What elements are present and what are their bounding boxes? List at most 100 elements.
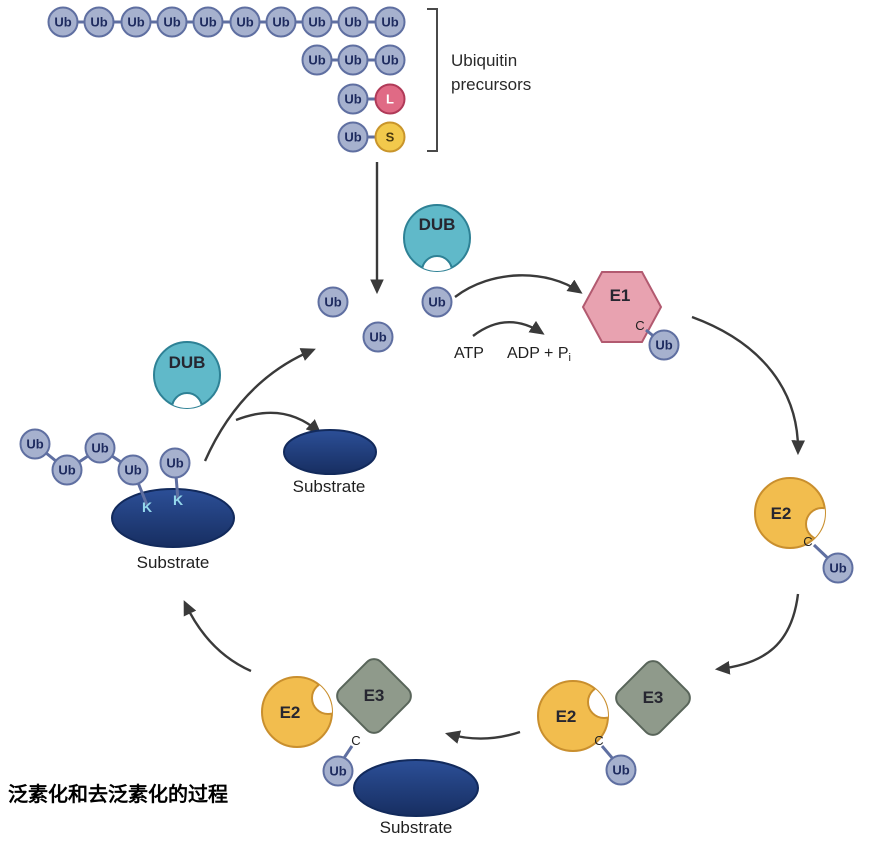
- e3-label: E3: [364, 686, 385, 705]
- ub-label: Ub: [199, 15, 216, 30]
- arrow-ub-to-e1: [454, 274, 583, 298]
- e2-cysteine-label: C: [803, 534, 812, 549]
- ub-label: Ub: [381, 15, 398, 30]
- adp-label: ADP + Pi: [507, 345, 571, 364]
- ub-label: Ub: [272, 15, 289, 30]
- ub-label: Ub: [124, 463, 141, 478]
- polyubiquitinated-substrate: K K Ub Ub Ub Ub Ub Substrate: [19, 428, 235, 572]
- free-ubiquitin-pool: Ub Ub Ub: [317, 286, 453, 353]
- ub-label: Ub: [329, 764, 346, 779]
- substrate-label: Substrate: [137, 553, 210, 572]
- ub-circle: [322, 755, 354, 787]
- ub-circle: [374, 44, 406, 76]
- ub-circle: [265, 6, 297, 38]
- ub-circle: [117, 454, 149, 486]
- ub-node: Ub: [192, 6, 224, 38]
- ub-circle: [337, 121, 369, 153]
- ub-label: Ub: [58, 463, 75, 478]
- ub-circle: [47, 6, 79, 38]
- ub-node: Ub: [337, 44, 369, 76]
- e2-e3-complex-left: E2 E3 C Ub: [261, 658, 412, 787]
- e2-cysteine-label: C: [594, 733, 603, 748]
- ub-node: Ub: [374, 44, 406, 76]
- ub-label: Ub: [428, 295, 445, 310]
- ub-circle: [19, 428, 51, 460]
- diagram-caption: 泛素化和去泛素化的过程: [8, 782, 228, 806]
- ub-label: Ub: [369, 330, 386, 345]
- e1-hexagon: [581, 271, 663, 343]
- ub-node: Ub: [337, 121, 369, 153]
- e3-diamond: [336, 658, 412, 734]
- ribosomal-l-label: L: [386, 92, 394, 107]
- ub-node: Ub: [120, 6, 152, 38]
- ub-node: Ub: [374, 6, 406, 38]
- dub-enzyme-top: DUB: [403, 204, 471, 272]
- ub-circle: [120, 6, 152, 38]
- ub-node: Ub: [322, 755, 354, 787]
- ub-label: Ub: [308, 15, 325, 30]
- ub-label: Ub: [90, 15, 107, 30]
- ub-circle: [156, 6, 188, 38]
- arrow-complex-right-to-left: [444, 730, 521, 744]
- ub-label: Ub: [829, 561, 846, 576]
- ribosomal-s-label: S: [386, 130, 395, 145]
- ub-node: Ub: [822, 552, 854, 584]
- e2-cysteine-label: C: [351, 733, 360, 748]
- dub-active-site-notch: [421, 255, 453, 271]
- ub-node: Ub: [84, 432, 116, 464]
- ub-circle: [51, 454, 83, 486]
- arrow-recycle-ub-to-pool: [203, 348, 316, 462]
- ub-label: Ub: [127, 15, 144, 30]
- atp-label: ATP: [454, 345, 484, 362]
- ub-label: Ub: [344, 15, 361, 30]
- dub-label: DUB: [419, 215, 456, 234]
- ub-circle: [229, 6, 261, 38]
- ub-node: Ub: [301, 44, 333, 76]
- precursor-bracket-label-line1: Ubiquitin: [451, 51, 517, 70]
- ub-label: Ub: [236, 15, 253, 30]
- ribosomal-s-node: S: [374, 121, 406, 153]
- ub-label: Ub: [54, 15, 71, 30]
- ub-node: Ub: [159, 447, 191, 479]
- ub-node: Ub: [19, 428, 51, 460]
- lysine-label: K: [173, 492, 183, 508]
- ub-node: Ub: [156, 6, 188, 38]
- substrate-label: Substrate: [293, 477, 366, 496]
- ub-node: Ub: [362, 321, 394, 353]
- ub-node: Ub: [421, 286, 453, 318]
- arrow-atp-to-adp: [472, 320, 545, 337]
- ub-label: Ub: [381, 53, 398, 68]
- e3-diamond: [615, 660, 691, 736]
- dub-label: DUB: [169, 353, 206, 372]
- ub-node: Ub: [317, 286, 349, 318]
- ub-circle: [337, 6, 369, 38]
- ub-circle: [822, 552, 854, 584]
- ub-circle: [362, 321, 394, 353]
- ub-node: Ub: [337, 83, 369, 115]
- arrow-release-substrate: [235, 411, 322, 435]
- substrate-ellipse: [283, 429, 377, 475]
- ribosomal-s-circle: [374, 121, 406, 153]
- e2-e3-complex-right: E2 E3 C Ub: [537, 660, 691, 786]
- ub-circle: [159, 447, 191, 479]
- precursor-section: Ub Ub Ub Ub Ub Ub Ub Ub Ub Ub Ub Ub Ub U…: [47, 6, 531, 153]
- ub-label: Ub: [344, 53, 361, 68]
- ub-node: Ub: [47, 6, 79, 38]
- ub-node: Ub: [83, 6, 115, 38]
- ub-label: Ub: [344, 130, 361, 145]
- e1-enzyme: E1 C Ub: [581, 271, 680, 361]
- ribosomal-l-node: L: [374, 83, 406, 115]
- precursor-bracket: [427, 8, 438, 152]
- substrate-ellipse: [111, 488, 235, 548]
- ub-circle: [374, 6, 406, 38]
- ub-circle: [337, 44, 369, 76]
- ub-circle: [301, 44, 333, 76]
- ub-node: Ub: [229, 6, 261, 38]
- ub-label: Ub: [344, 92, 361, 107]
- ub-circle: [648, 329, 680, 361]
- ub-node: Ub: [51, 454, 83, 486]
- lysine-label: K: [142, 499, 152, 515]
- ub-node: Ub: [337, 6, 369, 38]
